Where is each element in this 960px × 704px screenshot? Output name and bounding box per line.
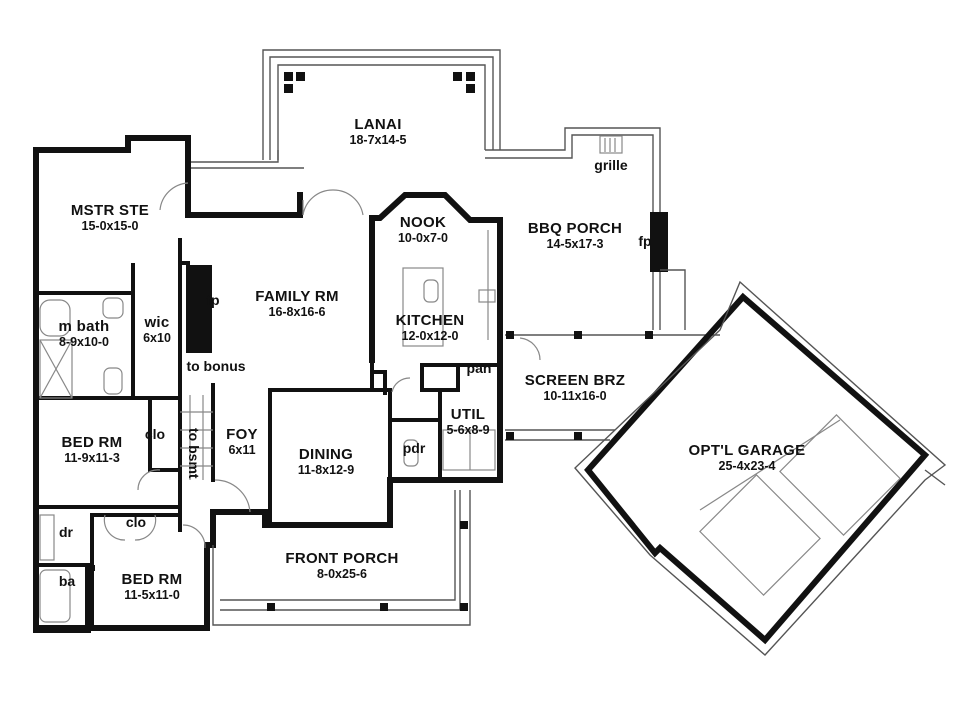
room-nook: NOOK 10-0x7-0 <box>398 214 448 246</box>
room-bed-rm-1: BED RM 11-9x11-3 <box>62 434 123 466</box>
room-family-rm: FAMILY RM 16-8x16-6 <box>255 288 339 320</box>
room-m-bath: m bath 8-9x10-0 <box>59 318 110 350</box>
room-name: LANAI <box>354 116 402 133</box>
room-name: FOY <box>226 426 258 443</box>
room-bbq-porch: BBQ PORCH 14-5x17-3 <box>528 220 622 252</box>
room-front-porch: FRONT PORCH 8-0x25-6 <box>285 550 398 582</box>
room-lanai: LANAI 18-7x14-5 <box>350 116 407 148</box>
room-dims: 6x10 <box>143 331 171 346</box>
to-bsmt-label: to bsmt <box>186 428 202 479</box>
room-dims: 10-0x7-0 <box>397 231 449 246</box>
room-dims: 12-0x12-0 <box>401 329 459 344</box>
room-name: FAMILY RM <box>255 288 339 305</box>
to-bonus-label: to bonus <box>186 358 246 374</box>
room-util: UTIL 5-6x8-9 <box>446 406 489 438</box>
interior-walls <box>34 238 502 630</box>
fp-bbq-label: fp <box>638 233 652 249</box>
room-name: DINING <box>298 446 354 463</box>
room-name: UTIL <box>450 406 486 423</box>
pdr-label: pdr <box>402 440 426 456</box>
room-kitchen: KITCHEN 12-0x12-0 <box>396 312 465 344</box>
room-dining: DINING 11-8x12-9 <box>298 446 354 478</box>
room-name: NOOK <box>399 214 447 231</box>
room-dims: 15-0x15-0 <box>81 219 139 234</box>
exterior-walls <box>33 135 503 633</box>
room-name: MSTR STE <box>70 202 150 219</box>
room-name: FRONT PORCH <box>285 550 399 567</box>
room-dims: 16-8x16-6 <box>268 305 326 320</box>
pan-label: pan <box>466 360 492 376</box>
room-dims: 10-11x16-0 <box>543 389 607 404</box>
room-dims: 25-4x23-4 <box>718 459 776 474</box>
clo-label-2: clo <box>125 514 147 530</box>
room-foy: FOY 6x11 <box>226 426 258 458</box>
room-name: SCREEN BRZ <box>524 372 626 389</box>
room-name: BED RM <box>121 571 183 588</box>
room-dims: 14-5x17-3 <box>546 237 604 252</box>
room-screen-brz: SCREEN BRZ 10-11x16-0 <box>525 372 626 404</box>
grille-label: grille <box>594 157 628 173</box>
room-name: OPT'L GARAGE <box>688 442 806 459</box>
room-dims: 8-9x10-0 <box>58 335 110 350</box>
clo-label-1: clo <box>144 426 166 442</box>
screen-breezeway <box>505 331 720 441</box>
bbq-porch-outline <box>485 127 686 330</box>
room-wic: wic 6x10 <box>143 314 171 346</box>
room-name: wic <box>144 314 170 331</box>
room-dims: 18-7x14-5 <box>349 133 407 148</box>
room-dims: 11-5x11-0 <box>124 588 180 603</box>
ba-label: ba <box>58 573 76 589</box>
room-bed-rm-2: BED RM 11-5x11-0 <box>122 571 183 603</box>
room-dims: 8-0x25-6 <box>316 567 368 582</box>
room-garage: OPT'L GARAGE 25-4x23-4 <box>689 442 806 474</box>
front-porch-outline <box>212 490 471 626</box>
garage-outline <box>574 280 947 656</box>
room-dims: 11-8x12-9 <box>297 463 355 478</box>
dr-label: dr <box>59 524 73 540</box>
room-name: BBQ PORCH <box>527 220 623 237</box>
fixtures <box>39 182 541 623</box>
room-name: m bath <box>58 318 110 335</box>
room-dims: 6x11 <box>228 443 256 458</box>
room-name: BED RM <box>61 434 123 451</box>
room-mstr-ste: MSTR STE 15-0x15-0 <box>71 202 149 234</box>
fp-family-label: fp <box>206 292 220 308</box>
room-name: KITCHEN <box>395 312 465 329</box>
lanai-outline <box>190 49 501 169</box>
room-dims: 5-6x8-9 <box>446 423 490 438</box>
room-dims: 11-9x11-3 <box>64 451 120 466</box>
